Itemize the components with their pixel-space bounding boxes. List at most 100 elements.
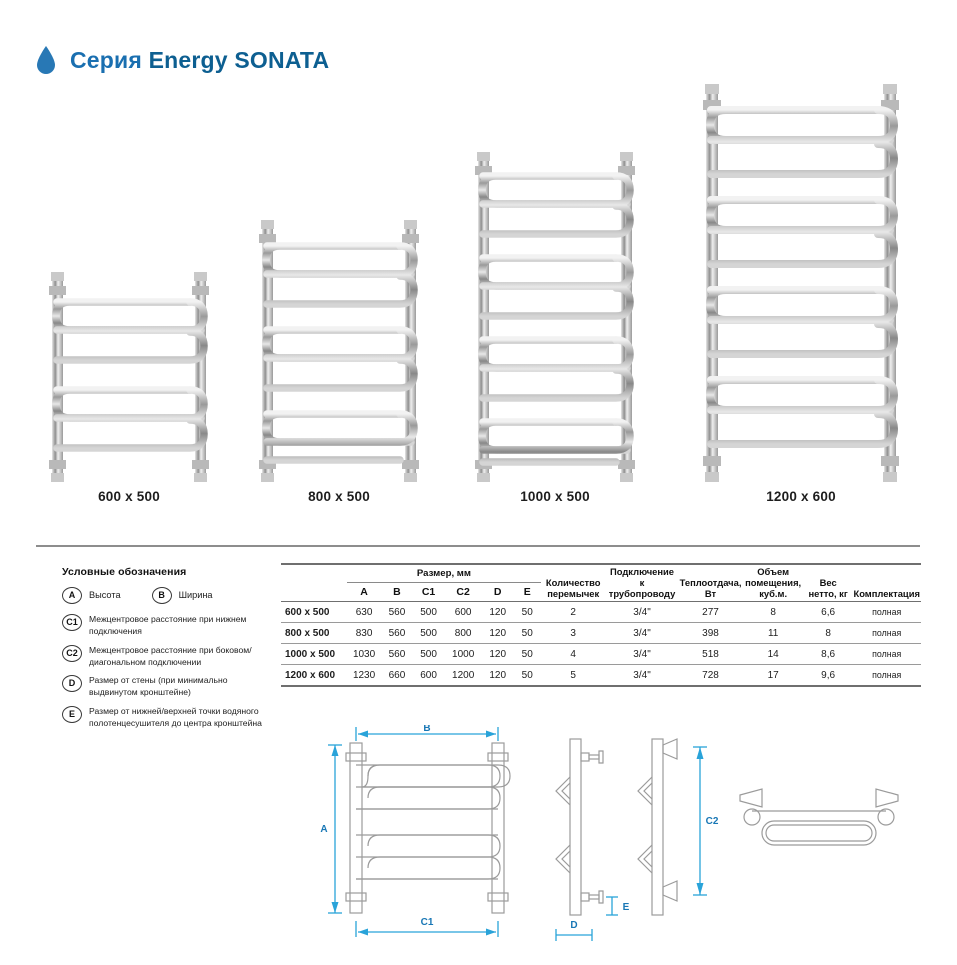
cell-d: 120 (481, 601, 514, 624)
cell-kit: полная (852, 664, 921, 688)
legend-badge-c2: C2 (62, 644, 82, 662)
table-row[interactable]: 600 x 500 630 560 500 600 120 50 2 3/4" … (281, 601, 921, 624)
cell-weight: 8,6 (803, 643, 853, 666)
cell-connection: 3/4" (605, 601, 679, 624)
cell-b: 560 (381, 622, 413, 645)
cell-weight: 8 (803, 622, 853, 645)
dim-label-b: B (423, 725, 430, 734)
th-connection: Подключение к трубопроводу (605, 562, 679, 602)
th-rule (281, 601, 921, 603)
cell-model: 600 x 500 (281, 601, 347, 624)
cell-kit: полная (852, 643, 921, 666)
cell-b: 560 (381, 601, 413, 624)
dim-label-c1: C1 (421, 917, 434, 928)
th-group-size: Размер, мм (346, 563, 541, 584)
side-view-right: C2 (637, 738, 719, 916)
table-body: 600 x 500 630 560 500 600 120 50 2 3/4" … (281, 601, 921, 688)
cell-c1: 500 (412, 601, 445, 624)
cell-connection: 3/4" (605, 622, 679, 645)
cell-heat: 398 (678, 622, 743, 645)
th-net-weight: Вес нетто, кг (803, 562, 853, 602)
product-item-1200x600[interactable]: 1200 x 600 (692, 84, 910, 504)
cell-heat: 518 (678, 643, 743, 666)
cell-bridges: 5 (540, 664, 606, 688)
th-kit: Комплектация (852, 562, 921, 602)
top-view (739, 788, 899, 846)
legend-text-c2: Межцентровое расстояние при боковом/диаг… (89, 644, 252, 667)
legend-row-ab: A Высота B Ширина (62, 587, 277, 604)
th-room-volume: Объем помещения, куб.м. (742, 562, 804, 602)
product-caption-1000x500: 1000 x 500 (520, 489, 590, 504)
cell-a: 1230 (346, 664, 382, 688)
page-title: Серия Energy SONATA (70, 47, 329, 74)
table-row[interactable]: 1200 x 600 1230 660 600 1200 120 50 5 3/… (281, 664, 921, 688)
dimension-drawings: B A C1 (300, 723, 940, 960)
cell-bridges: 2 (540, 601, 606, 624)
table-header-sub-row: A B C1 C2 D E (281, 583, 921, 602)
legend-badge-c1: C1 (62, 614, 82, 631)
product-photo-1200x600 (692, 84, 910, 482)
th-dim-c2: C2 (456, 586, 470, 599)
cell-c1: 500 (412, 622, 445, 645)
th-dim-b: B (393, 586, 401, 599)
product-item-1000x500[interactable]: 1000 x 500 (466, 152, 644, 504)
legend-item-d: D Размер от стены (при минимально выдвин… (62, 675, 277, 699)
cell-d: 120 (481, 622, 514, 645)
cell-weight: 9,6 (803, 664, 853, 688)
cell-connection: 3/4" (605, 643, 679, 666)
cell-d: 120 (481, 664, 514, 688)
product-photo-600x500 (40, 272, 218, 482)
cell-kit: полная (852, 622, 921, 645)
cell-e: 50 (513, 664, 541, 688)
cell-model: 1200 x 600 (281, 664, 347, 688)
cell-c2: 800 (444, 622, 482, 645)
page-header: Серия Energy SONATA (36, 46, 329, 74)
title-brand: Energy SONATA (148, 46, 330, 73)
cell-model: 800 x 500 (281, 622, 347, 645)
cell-volume: 14 (742, 643, 804, 666)
th-heat-output: Теплоотдача, Вт (678, 562, 743, 602)
cell-volume: 17 (742, 664, 804, 688)
legend-item-c2: C2 Межцентровое расстояние при боковом/д… (62, 644, 277, 669)
dim-a: A (320, 744, 342, 914)
legend-text-a: Высота (89, 590, 121, 601)
product-caption-800x500: 800 x 500 (308, 489, 370, 504)
cell-bridges: 3 (540, 622, 606, 645)
product-photo-800x500 (250, 220, 428, 482)
legend-text-d: Размер от стены (при минимально выдвинут… (89, 675, 228, 698)
product-item-800x500[interactable]: 800 x 500 (250, 220, 428, 504)
dim-label-c2: C2 (706, 816, 719, 827)
dim-e: E (606, 896, 630, 916)
cell-e: 50 (513, 601, 541, 624)
cell-e: 50 (513, 643, 541, 666)
cell-c2: 1000 (444, 643, 482, 666)
cell-b: 660 (381, 664, 413, 688)
cell-b: 560 (381, 643, 413, 666)
cell-c1: 500 (412, 643, 445, 666)
cell-heat: 277 (678, 601, 743, 624)
th-spacer (281, 563, 347, 583)
table-header-group-row: Размер, мм Количество перемычек Подключе… (281, 562, 921, 602)
dim-d: D (555, 920, 593, 941)
product-item-600x500[interactable]: 600 x 500 (40, 272, 218, 504)
legend-item-b: B Ширина (151, 587, 213, 604)
cell-heat: 728 (678, 664, 743, 688)
side-view-left: E D (555, 738, 630, 941)
water-drop-icon (37, 46, 55, 74)
th-bridges: Количество перемычек (540, 562, 606, 602)
legend-item-c1: C1 Межцентровое расстояние при нижнем по… (62, 614, 277, 638)
th-dim-d: D (493, 586, 502, 599)
legend-text-c1: Межцентровое расстояние при нижнем подкл… (89, 614, 247, 636)
legend-badge-e: E (62, 706, 82, 724)
cell-volume: 8 (742, 601, 804, 624)
dim-label-d: D (570, 920, 577, 931)
legend-text-e: Размер от нижней/верхней точки водяного … (89, 706, 262, 729)
specification-table-wrapper: Размер, мм Количество перемычек Подключе… (281, 562, 921, 688)
dim-label-a: A (320, 824, 327, 835)
table-row[interactable]: 1000 x 500 1030 560 500 1000 120 50 4 3/… (281, 643, 921, 666)
table-row[interactable]: 800 x 500 830 560 500 800 120 50 3 3/4" … (281, 622, 921, 645)
cell-connection: 3/4" (605, 664, 679, 688)
section-divider (36, 545, 920, 547)
legend-panel: Условные обозначения A Высота B Ширина C… (62, 566, 277, 737)
specification-table: Размер, мм Количество перемычек Подключе… (281, 562, 921, 688)
